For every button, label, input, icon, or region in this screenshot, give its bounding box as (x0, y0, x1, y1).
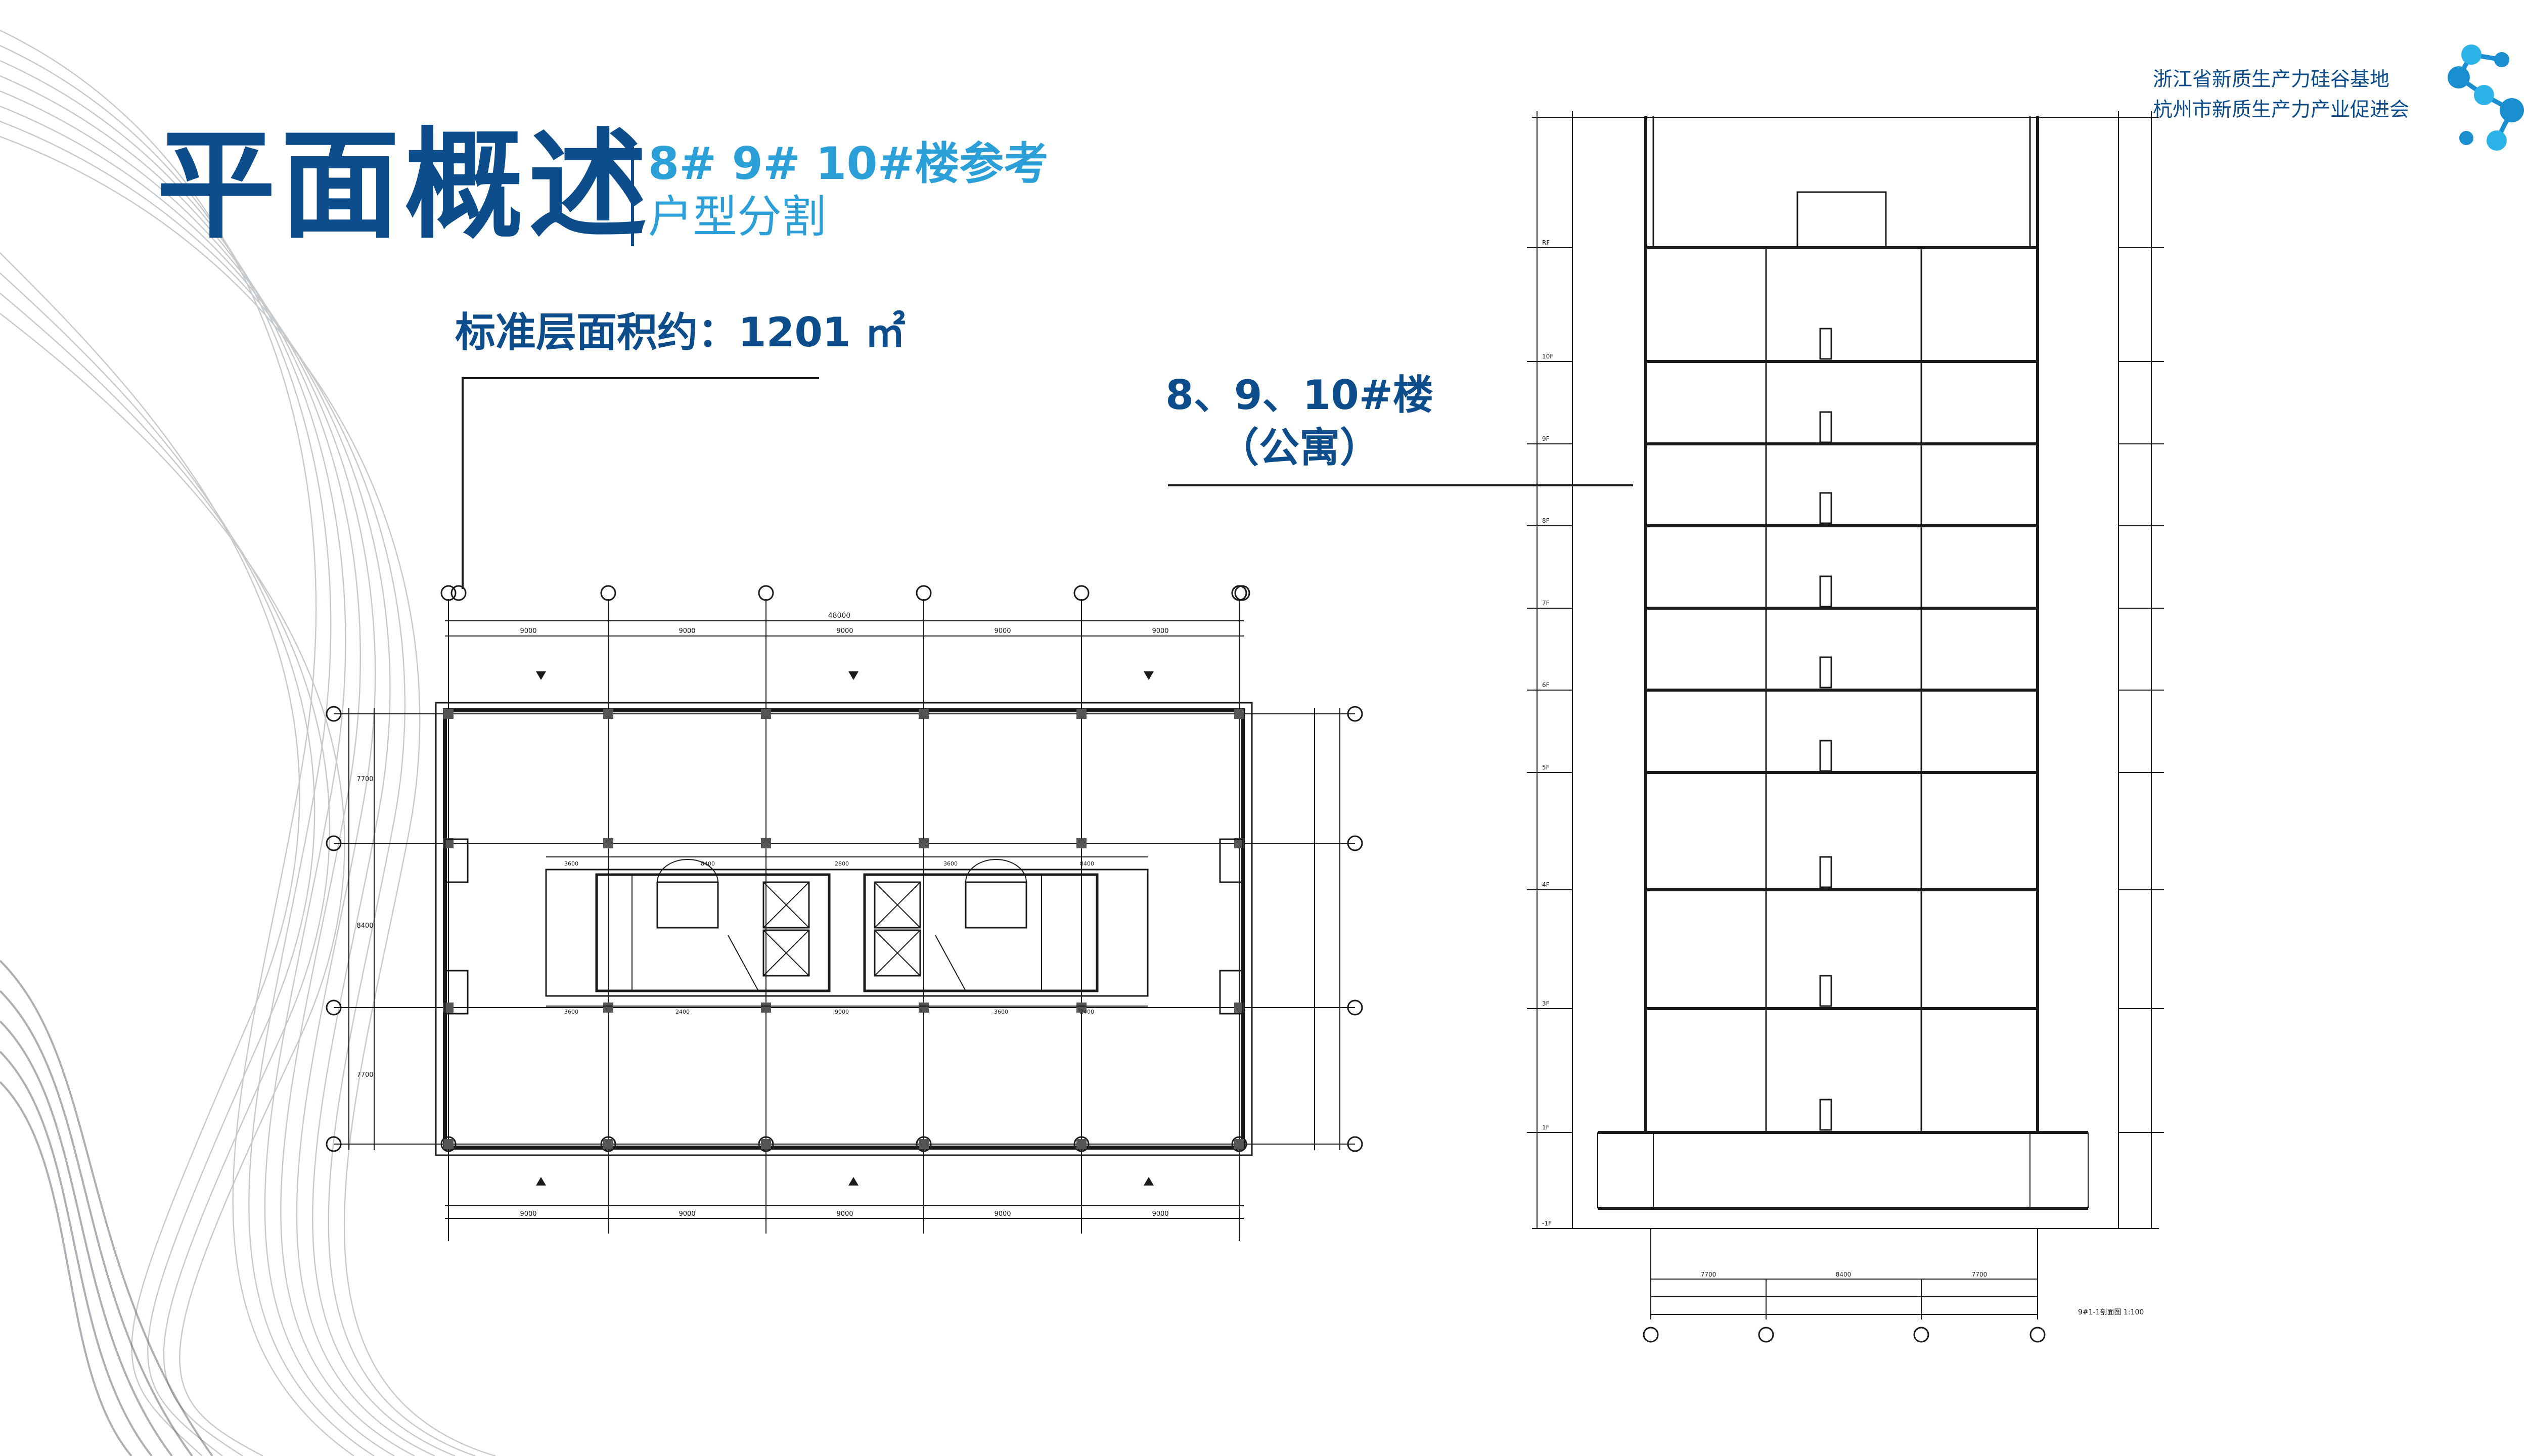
plan-dim-bottom-5: 9000 (1152, 1210, 1168, 1218)
organization-line-2: 杭州市新质生产力产业促进会 (2153, 99, 2410, 122)
building-label: 8、9、10#楼 （公寓） (1158, 369, 1441, 474)
core-dim-bottom-5: 2400 (1080, 1009, 1094, 1015)
molecule-s-logo-icon (2448, 44, 2524, 151)
plan-dim-top-2: 9000 (679, 627, 695, 635)
core-dim-bottom-3: 9000 (835, 1009, 849, 1015)
section-level-7f: 7F (1542, 600, 1550, 607)
core-dim-bottom-2: 2400 (675, 1009, 690, 1015)
plan-dim-side-3: 7700 (356, 1071, 373, 1079)
section-level-4f: 4F (1542, 881, 1550, 888)
subtitle-line-1: 8# 9# 10#楼参考 (648, 138, 1049, 190)
section-level-3f: 3F (1542, 1000, 1550, 1007)
plan-dim-top-5: 9000 (1152, 627, 1168, 635)
title-divider (631, 143, 634, 246)
page-title: 平面概述 (157, 117, 652, 255)
plan-dim-top-4: 9000 (994, 627, 1011, 635)
section-level-6f: 6F (1542, 681, 1550, 689)
plan-dim-bottom-3: 9000 (836, 1210, 853, 1218)
plan-overall-dim: 48000 (828, 612, 851, 620)
core-dim-bottom-4: 3600 (994, 1009, 1008, 1015)
plan-dim-top-1: 9000 (520, 627, 536, 635)
section-level-1f: 1F (1542, 1124, 1550, 1131)
section-dim-3: 7700 (1972, 1271, 1988, 1278)
plan-dim-bottom-4: 9000 (994, 1210, 1011, 1218)
core-dim-top-3: 2800 (835, 860, 849, 867)
section-dim-1: 7700 (1701, 1271, 1717, 1278)
plan-dim-side-2: 8400 (356, 922, 373, 930)
floor-area-label: 标准层面积约：1201 ㎡ (455, 309, 906, 356)
building-section (1527, 111, 2164, 1343)
section-level-8f: 8F (1542, 517, 1550, 524)
organization-name: 浙江省新质生产力硅谷基地 杭州市新质生产力产业促进会 (2153, 65, 2409, 126)
section-level-rf: RF (1542, 239, 1550, 246)
plan-dim-side-1: 7700 (356, 776, 373, 783)
core-dim-top-5: 8400 (1080, 860, 1094, 867)
core-dim-top-2: 8400 (701, 860, 715, 867)
plan-dim-top-3: 9000 (836, 627, 853, 635)
section-level-9f: 9F (1542, 435, 1550, 442)
section-caption: 9#1-1剖面图 1:100 (2078, 1308, 2144, 1316)
section-level-10f: 10F (1542, 353, 1553, 360)
drawing-annotations: 48000 9000 9000 9000 9000 9000 9000 9000… (356, 239, 2144, 1316)
section-dim-2: 8400 (1836, 1271, 1852, 1278)
core-dim-bottom-1: 3600 (564, 1009, 578, 1015)
section-level-5f: 5F (1542, 764, 1550, 771)
section-level-b1f: -1F (1542, 1220, 1552, 1227)
building-label-line-1: 8、9、10#楼 (1165, 372, 1433, 419)
organization-line-1: 浙江省新质生产力硅谷基地 (2153, 68, 2390, 91)
floor-plan (326, 585, 1363, 1241)
subtitle-line-2: 户型分割 (648, 191, 827, 243)
plan-dim-bottom-2: 9000 (679, 1210, 695, 1218)
building-label-line-2: （公寓） (1218, 424, 1380, 471)
plan-dim-bottom-1: 9000 (520, 1210, 536, 1218)
core-dim-top-4: 3600 (943, 860, 958, 867)
leader-lines (462, 377, 1633, 589)
core-dim-top-1: 3600 (564, 860, 578, 867)
